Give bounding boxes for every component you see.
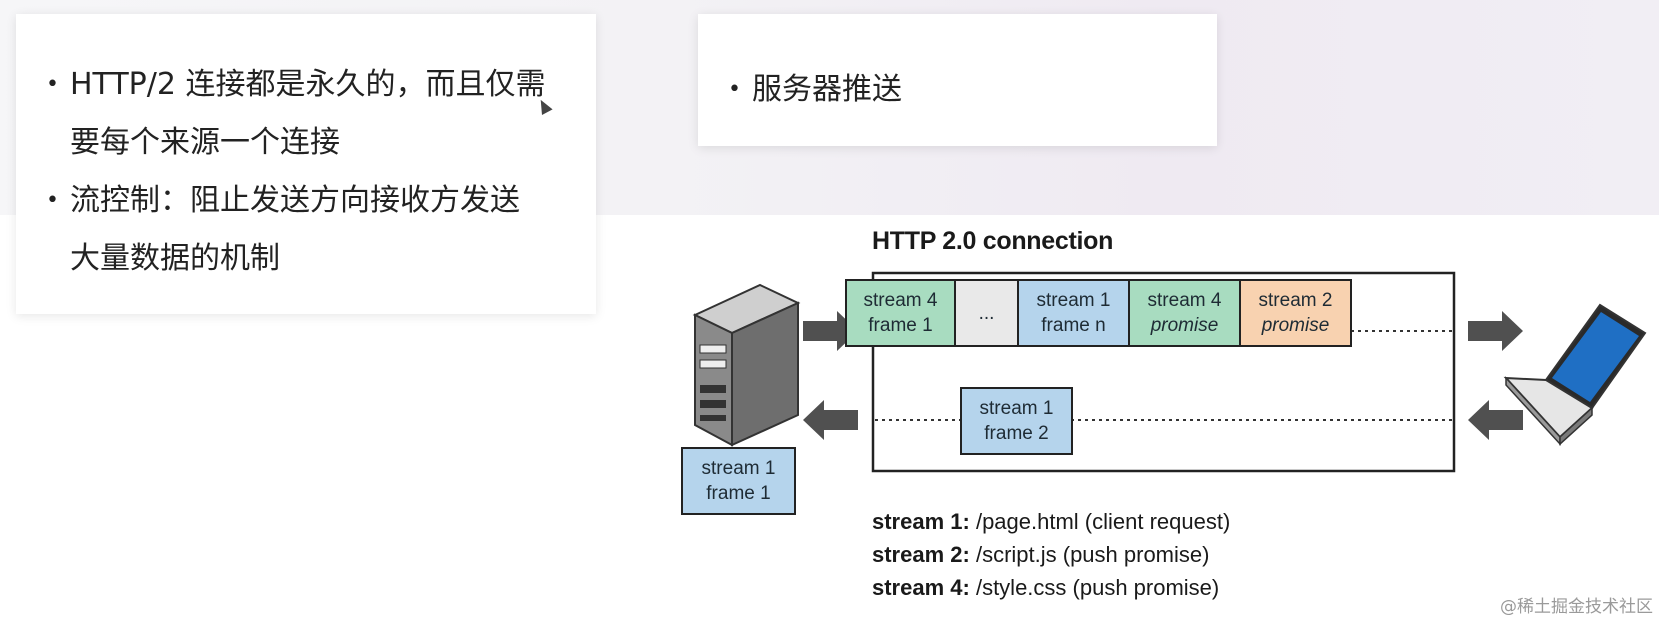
legend-label: stream 1: [872, 509, 970, 534]
frame-line: frame 2 [984, 423, 1049, 444]
bullet-item: • 流控制：阻止发送方向接收方发送 大量数据的机制 [32, 172, 596, 288]
frame-line: stream 4 [863, 290, 938, 311]
bullet-dot: • [46, 72, 59, 97]
frame-line: promise [1261, 315, 1330, 336]
frame-line: stream 2 [1258, 290, 1333, 311]
stream-legend: stream 1: /page.html (client request) st… [872, 505, 1230, 604]
laptop-icon [1503, 303, 1647, 446]
legend-row: stream 2: /script.js (push promise) [872, 538, 1230, 571]
legend-row: stream 4: /style.css (push promise) [872, 571, 1230, 604]
frame-line: frame 1 [706, 483, 771, 504]
incoming-frame: stream 1 frame 2 [960, 387, 1073, 455]
watermark: @稀土掘金技术社区 [1500, 597, 1653, 617]
legend-label: stream 4: [872, 575, 970, 600]
bullet-text-line: 大量数据的机制 [70, 241, 280, 276]
frame-cell: stream 1 frame n [1019, 279, 1130, 347]
frame-line: frame n [1041, 315, 1106, 336]
arrow-icon [803, 400, 858, 440]
bullet-dot: • [728, 77, 741, 102]
bullet-item: • HTTP/2 连接都是永久的，而且仅需 要每个来源一个连接 [32, 56, 596, 172]
frame-cell: stream 4 frame 1 [845, 279, 956, 347]
bullet-text-line: 要每个来源一个连接 [70, 125, 340, 160]
frame-line: stream 1 [701, 458, 776, 479]
legend-row: stream 1: /page.html (client request) [872, 505, 1230, 538]
frame-line: ... [978, 302, 995, 324]
bullet-list: • 服务器推送 [698, 14, 1217, 119]
frame-line: promise [1150, 315, 1219, 336]
bullet-text-line: HTTP/2 连接都是永久的，而且仅需 [70, 67, 546, 102]
frame-cell: stream 2 promise [1241, 279, 1352, 347]
legend-text: /style.css (push promise) [969, 575, 1220, 600]
http2-diagram: HTTP 2.0 connection stream 4 frame 1... st… [640, 215, 1659, 623]
bullet-card-left: • HTTP/2 连接都是永久的，而且仅需 要每个来源一个连接 • 流控制：阻止… [16, 14, 596, 314]
connection-title: HTTP 2.0 connection [872, 227, 1114, 255]
bullet-item: • 服务器推送 [714, 61, 1217, 119]
arrow-icon [1468, 400, 1523, 440]
frame-line: stream 4 [1147, 290, 1222, 311]
frame-line: stream 1 [1036, 290, 1111, 311]
legend-text: /page.html (client request) [969, 509, 1231, 534]
frame-cell: ... [956, 279, 1019, 347]
frame-line: frame 1 [868, 315, 933, 336]
bullet-text-line: 流控制：阻止发送方向接收方发送 [70, 183, 520, 218]
bullet-text-line: 服务器推送 [752, 72, 902, 107]
server-icon [692, 283, 801, 447]
bullet-dot: • [46, 188, 59, 213]
legend-text: /script.js (push promise) [969, 542, 1210, 567]
legend-label: stream 2: [872, 542, 970, 567]
arrow-icon [1468, 311, 1523, 351]
bullet-card-right: • 服务器推送 [698, 14, 1217, 146]
bullet-list: • HTTP/2 连接都是永久的，而且仅需 要每个来源一个连接 • 流控制：阻止… [16, 14, 596, 288]
frame-cell: stream 4 promise [1130, 279, 1241, 347]
frame-line: stream 1 [979, 398, 1054, 419]
arrow-icon [803, 311, 858, 351]
server-frame: stream 1 frame 1 [681, 447, 796, 515]
